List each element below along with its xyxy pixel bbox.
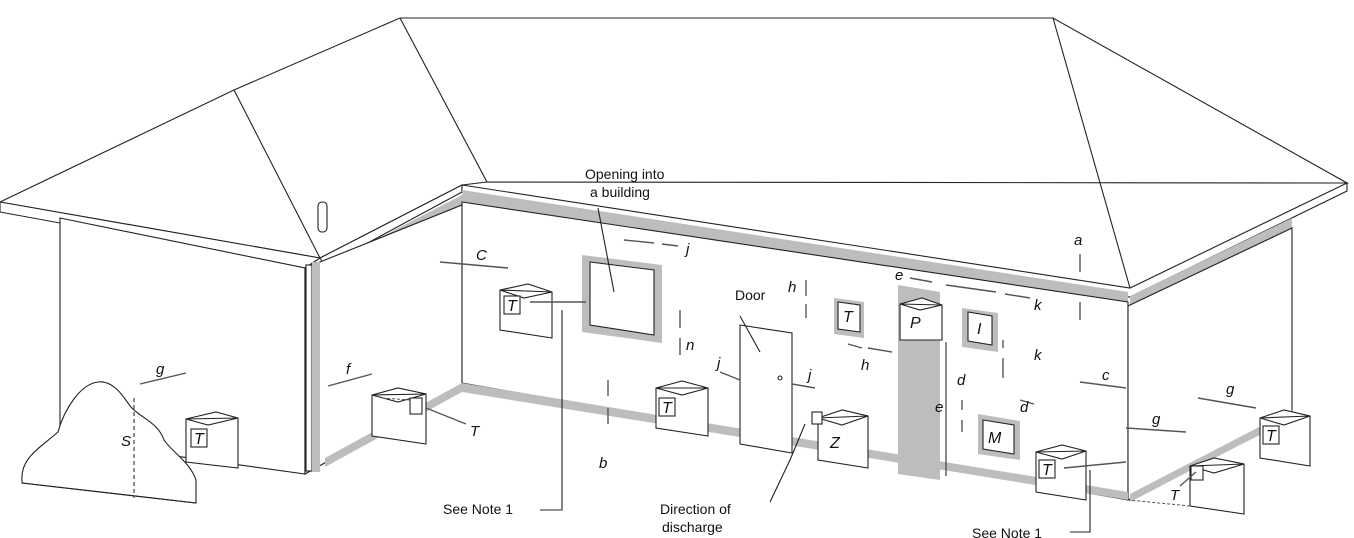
dim-d1: d <box>957 372 966 389</box>
dimension-lines <box>139 239 1257 487</box>
cabinet-p: P <box>899 297 943 341</box>
box-t-label-6: T <box>1042 462 1053 479</box>
dim-k2: k <box>1034 347 1043 364</box>
cabinet-t-3 <box>371 387 427 445</box>
dim-e2: e <box>935 399 943 416</box>
base-band-front <box>462 383 1128 500</box>
cabinet-t-7 <box>1127 457 1245 515</box>
discharge-label-2: discharge <box>662 519 723 535</box>
box-p-label: P <box>910 315 921 332</box>
cabinet-t-6: T <box>1035 444 1087 501</box>
dim-h2: h <box>861 357 869 374</box>
dim-n: n <box>686 337 694 354</box>
see-note-right: See Note 1 <box>972 525 1042 538</box>
roof <box>0 17 1350 298</box>
box-t-label-4: T <box>662 400 673 417</box>
shrub <box>21 381 197 504</box>
dim-b: b <box>599 455 607 472</box>
dim-j2: j <box>715 355 721 372</box>
door-label: Door <box>735 287 766 303</box>
box-i-label: I <box>977 321 982 338</box>
cabinet-t-1: T <box>185 411 239 469</box>
dim-g2: g <box>1152 411 1161 428</box>
downspout <box>305 201 328 472</box>
dim-d2: d <box>1020 399 1029 416</box>
dim-g3: g <box>1226 381 1235 398</box>
leader-lines <box>540 207 1091 533</box>
dim-C: C <box>476 247 487 264</box>
cabinet-m: M <box>978 414 1020 460</box>
base-band-right <box>1130 410 1292 502</box>
cabinet-z: Z <box>811 409 869 469</box>
see-note-left: See Note 1 <box>443 501 513 517</box>
box-t-label-2: T <box>507 298 518 315</box>
dim-c: c <box>1102 367 1110 384</box>
box-t-label-5: T <box>843 309 854 326</box>
opening-label-2: a building <box>590 184 650 200</box>
door <box>739 324 793 454</box>
dim-k1: k <box>1034 297 1043 314</box>
box-z-label: Z <box>829 435 841 452</box>
cabinet-t-2: T <box>499 283 553 339</box>
discharge-label-1: Direction of <box>660 501 731 517</box>
box-m-label: M <box>988 430 1002 447</box>
cabinet-t-5: T <box>834 298 864 338</box>
opening-label-1: Opening into <box>585 166 665 182</box>
dim-a: a <box>1074 232 1082 249</box>
building-opening <box>582 255 662 343</box>
label-T-side-2: T <box>1170 487 1181 504</box>
dim-e1: e <box>895 267 903 284</box>
cabinet-t-8: T <box>1259 409 1311 467</box>
dim-f: f <box>346 361 352 378</box>
cabinet-i: I <box>962 308 998 352</box>
eave-band-front <box>462 190 1128 302</box>
dim-j1: j <box>684 241 690 258</box>
dim-h1: h <box>788 279 796 296</box>
dim-j3: j <box>806 367 812 384</box>
dim-g1: g <box>156 361 165 378</box>
label-S: S <box>121 433 131 450</box>
box-t-label-1: T <box>194 431 205 448</box>
label-T-side-1: T <box>470 423 481 440</box>
cabinet-t-4: T <box>655 380 709 437</box>
box-t-label-8: T <box>1266 428 1277 445</box>
eave-band-right <box>1130 218 1292 306</box>
